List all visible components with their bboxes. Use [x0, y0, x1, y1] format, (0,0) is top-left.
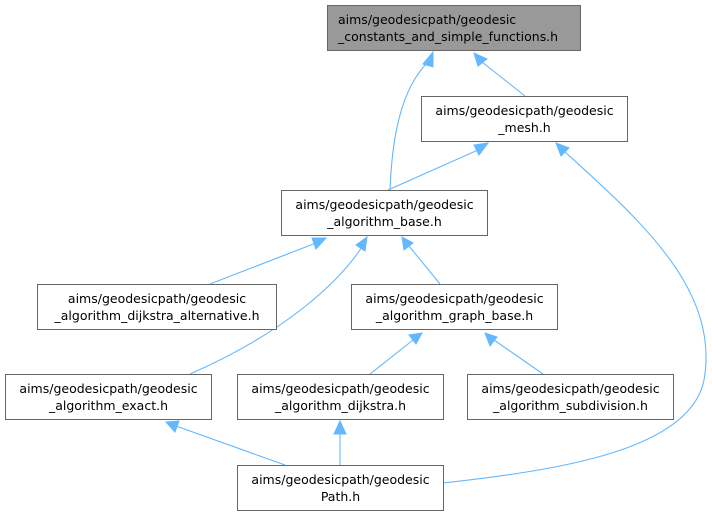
node-label-line1: aims/geodesicpath/geodesic	[365, 291, 543, 306]
node-label-line2: _mesh.h	[497, 120, 550, 135]
node-label-line1: aims/geodesicpath/geodesic	[19, 381, 197, 396]
arrowhead-icon	[408, 332, 423, 345]
node-label-line2: _algorithm_subdivision.h	[492, 398, 648, 413]
arrowhead-icon	[422, 50, 434, 68]
arrowhead-icon	[311, 237, 328, 250]
arrowhead-icon	[164, 420, 180, 433]
node-path[interactable]: aims/geodesicpath/geodesic Path.h	[237, 465, 444, 511]
arrowhead-icon	[473, 142, 490, 156]
node-label-line2: _algorithm_base.h	[326, 214, 442, 229]
edge-graph-base-to-base	[408, 245, 441, 285]
node-label-line1: aims/geodesicpath/geodesic	[251, 381, 429, 396]
node-algorithm-dijkstra[interactable]: aims/geodesicpath/geodesic _algorithm_di…	[237, 374, 444, 420]
node-algorithm-subdivision[interactable]: aims/geodesicpath/geodesic _algorithm_su…	[467, 374, 674, 420]
node-root[interactable]: aims/geodesicpath/geodesic _constants_an…	[327, 5, 581, 51]
arrowhead-icon	[555, 142, 570, 157]
node-label-line1: aims/geodesicpath/geodesic	[435, 103, 613, 118]
node-label-line2: _algorithm_dijkstra_alternative.h	[54, 308, 260, 323]
node-label-line2: _constants_and_simple_functions.h	[337, 29, 558, 44]
node-algorithm-exact[interactable]: aims/geodesicpath/geodesic _algorithm_ex…	[5, 374, 212, 420]
arrowhead-icon	[333, 419, 347, 435]
arrowhead-icon	[401, 236, 414, 251]
node-label-line1: aims/geodesicpath/geodesic	[68, 291, 246, 306]
node-label-line1: aims/geodesicpath/geodesic	[338, 12, 516, 27]
node-label-line2: _algorithm_graph_base.h	[375, 308, 533, 323]
node-label-line2: _algorithm_exact.h	[48, 398, 168, 413]
node-label-line1: aims/geodesicpath/geodesic	[481, 381, 659, 396]
node-algorithm-graph-base[interactable]: aims/geodesicpath/geodesic _algorithm_gr…	[351, 284, 558, 330]
node-algorithm-dijkstra-alternative[interactable]: aims/geodesicpath/geodesic _algorithm_di…	[37, 284, 277, 330]
node-mesh[interactable]: aims/geodesicpath/geodesic _mesh.h	[421, 96, 628, 142]
arrowhead-icon	[355, 235, 368, 252]
edge-mesh-to-root	[481, 61, 526, 97]
edge-base-to-mesh	[387, 149, 479, 191]
arrowhead-icon	[484, 332, 498, 348]
node-algorithm-base[interactable]: aims/geodesicpath/geodesic _algorithm_ba…	[281, 190, 488, 236]
edge-dijkstra-to-graph-base	[369, 339, 414, 375]
edge-subdivision-to-graph-base	[493, 339, 544, 375]
edge-path-to-exact	[175, 425, 286, 466]
edge-base-to-root	[389, 61, 429, 191]
edge-path-to-mesh	[442, 151, 707, 484]
node-label-line1: aims/geodesicpath/geodesic	[251, 472, 429, 487]
edge-exact-to-base	[189, 246, 363, 375]
arrowhead-icon	[473, 52, 488, 67]
edges	[164, 50, 707, 484]
node-label-line2: Path.h	[321, 489, 360, 504]
node-label-line2: _algorithm_dijkstra.h	[274, 398, 406, 413]
node-label-line1: aims/geodesicpath/geodesic	[295, 197, 473, 212]
edge-dijkstra-alternative-to-base	[209, 242, 317, 285]
